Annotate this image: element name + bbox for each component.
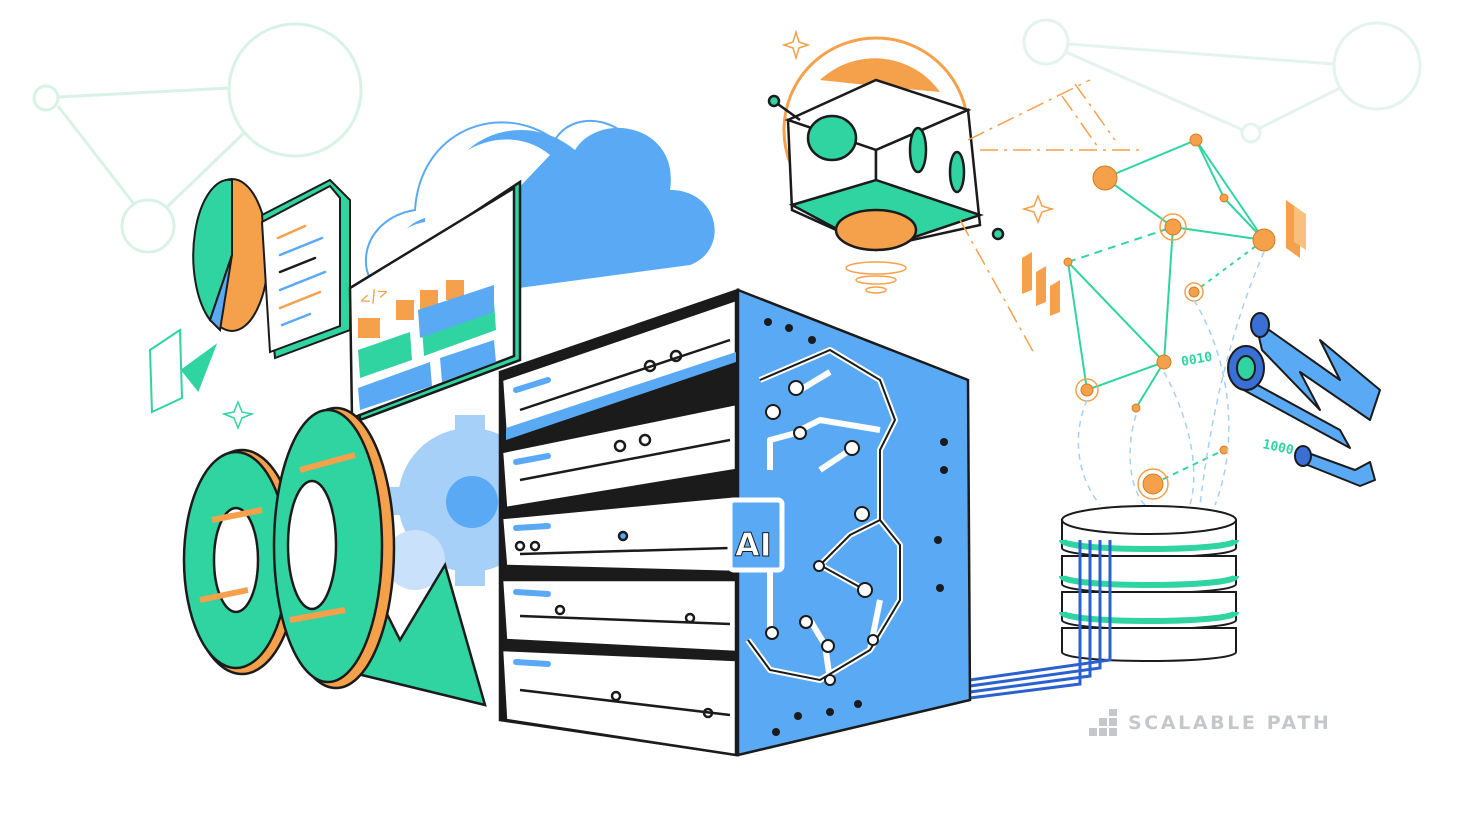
brand-name: SCALABLE PATH: [1128, 712, 1332, 734]
background-network-left: [32, 22, 363, 254]
sparkle-icons: [221, 399, 255, 431]
server-rack: [498, 288, 740, 757]
ai-chip-label: AI: [735, 526, 772, 564]
code-window: </>: [348, 179, 522, 422]
infinity-loop-shape: [182, 406, 487, 707]
server-unit: [500, 648, 738, 757]
data-cables: [969, 540, 1112, 700]
ai-camera-module: [767, 36, 1005, 252]
server-unit: [500, 578, 738, 654]
server-circuit-face: AI: [727, 288, 972, 757]
folder-icon: [148, 328, 218, 414]
network-graph: 0010 1000: [1063, 133, 1295, 506]
scalable-path-logo: SCALABLE PATH: [1088, 708, 1331, 738]
database-stack: [1059, 505, 1239, 662]
binary-upper-label: 0010: [1180, 350, 1214, 370]
background-network-right: [1022, 18, 1422, 144]
sparkle-icons-orange: [781, 29, 1055, 225]
orange-tile-icon: [1286, 200, 1306, 258]
camera-ripples: [845, 261, 907, 294]
binary-lower-label: 1000: [1261, 437, 1295, 458]
stair-blocks-icon: [1089, 709, 1117, 736]
mini-bar-chart-icon: [1022, 252, 1060, 316]
document-pie-chart: [192, 178, 351, 360]
blue-tube-cables: [1227, 312, 1381, 487]
server-unit: [500, 402, 738, 510]
server-unit: [500, 298, 738, 442]
dashed-beams: [959, 79, 1140, 356]
